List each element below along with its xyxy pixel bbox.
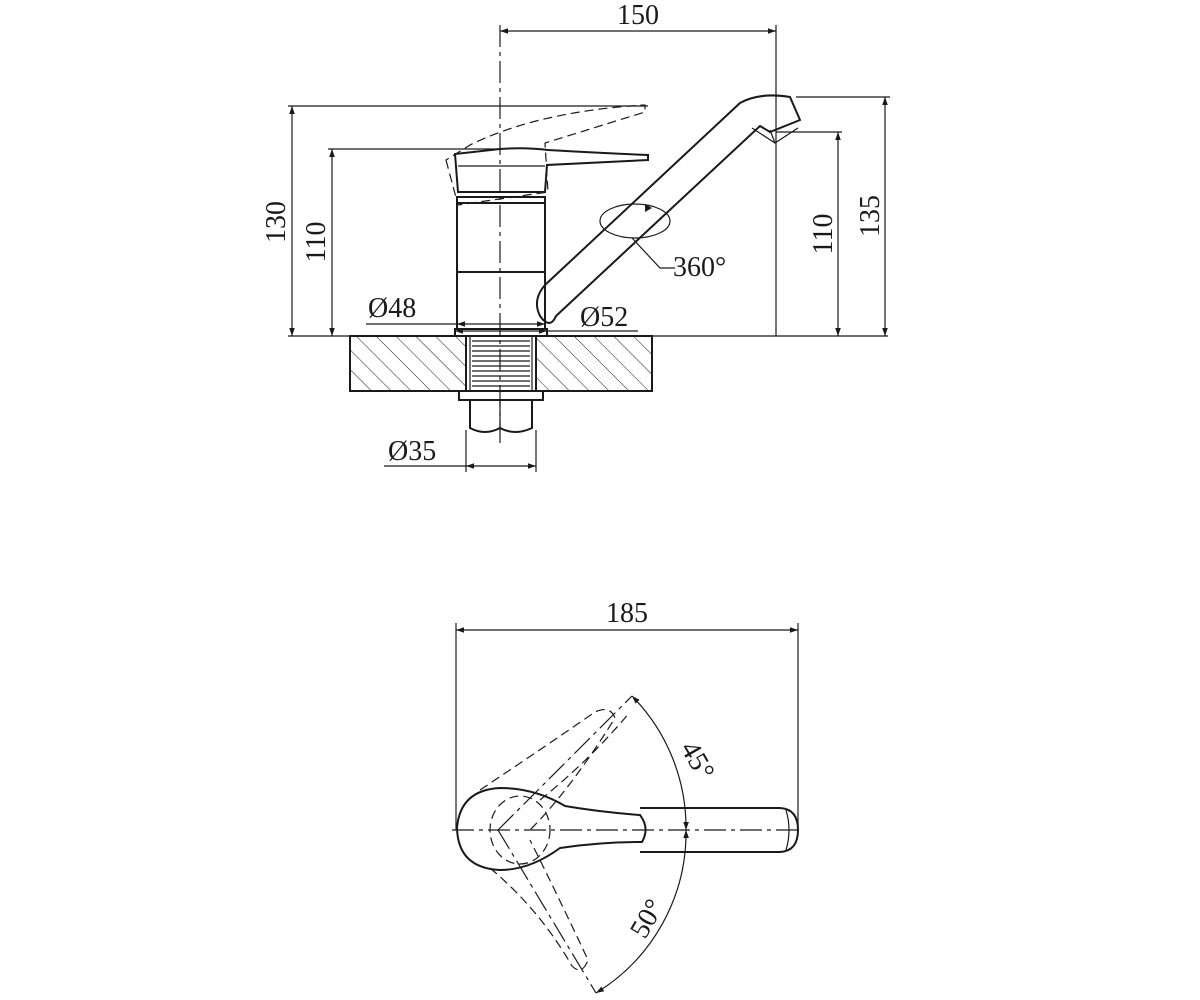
side-view: 360° 150 130 110 110 (261, 0, 890, 472)
total-height-left-label: 130 (261, 201, 292, 243)
shank-diameter-dimension: Ø35 (384, 430, 537, 472)
swivel-rotation-indicator: 360° (599, 203, 726, 283)
handle-top (455, 786, 647, 872)
body-diameter-dimension: Ø48 (366, 293, 545, 327)
top-view: 185 45° 50° (452, 598, 800, 994)
base-diameter-label: Ø52 (580, 302, 628, 333)
spout-height-dimension: 110 (776, 131, 842, 336)
handle-angle-left-label: 45° (674, 736, 720, 785)
swivel-spout (535, 94, 802, 324)
swivel-angle-label: 360° (673, 252, 726, 283)
top-centerline-45 (497, 695, 633, 831)
handle-angle-right-label: 50° (624, 894, 670, 943)
angle-arc-45: 45° (631, 695, 720, 831)
handle-rotated-positions (479, 708, 631, 971)
thread-lines (472, 340, 530, 387)
handle-height-label: 110 (301, 222, 332, 263)
total-height-right-dimension: 135 (796, 96, 890, 336)
lever-handle (453, 147, 649, 193)
top-width-label: 185 (606, 598, 648, 629)
threaded-shank (458, 335, 544, 433)
base-diameter-dimension: Ø52 (455, 302, 638, 334)
handle-height-dimension: 110 (301, 148, 500, 336)
faucet-body (454, 196, 548, 337)
reach-dimension: 150 (500, 0, 777, 336)
top-centerline-50 (497, 829, 597, 994)
total-height-right-label: 135 (855, 195, 886, 237)
shank-diameter-label: Ø35 (388, 436, 436, 467)
spout-height-label: 110 (808, 214, 839, 255)
countertop (349, 335, 653, 392)
lever-handle-raised (445, 104, 646, 206)
top-width-dimension: 185 (455, 598, 799, 830)
reach-label: 150 (617, 0, 659, 31)
total-height-left-dimension: 130 (261, 105, 648, 336)
angle-arc-50: 50° (595, 829, 689, 994)
body-diameter-label: Ø48 (368, 293, 416, 324)
